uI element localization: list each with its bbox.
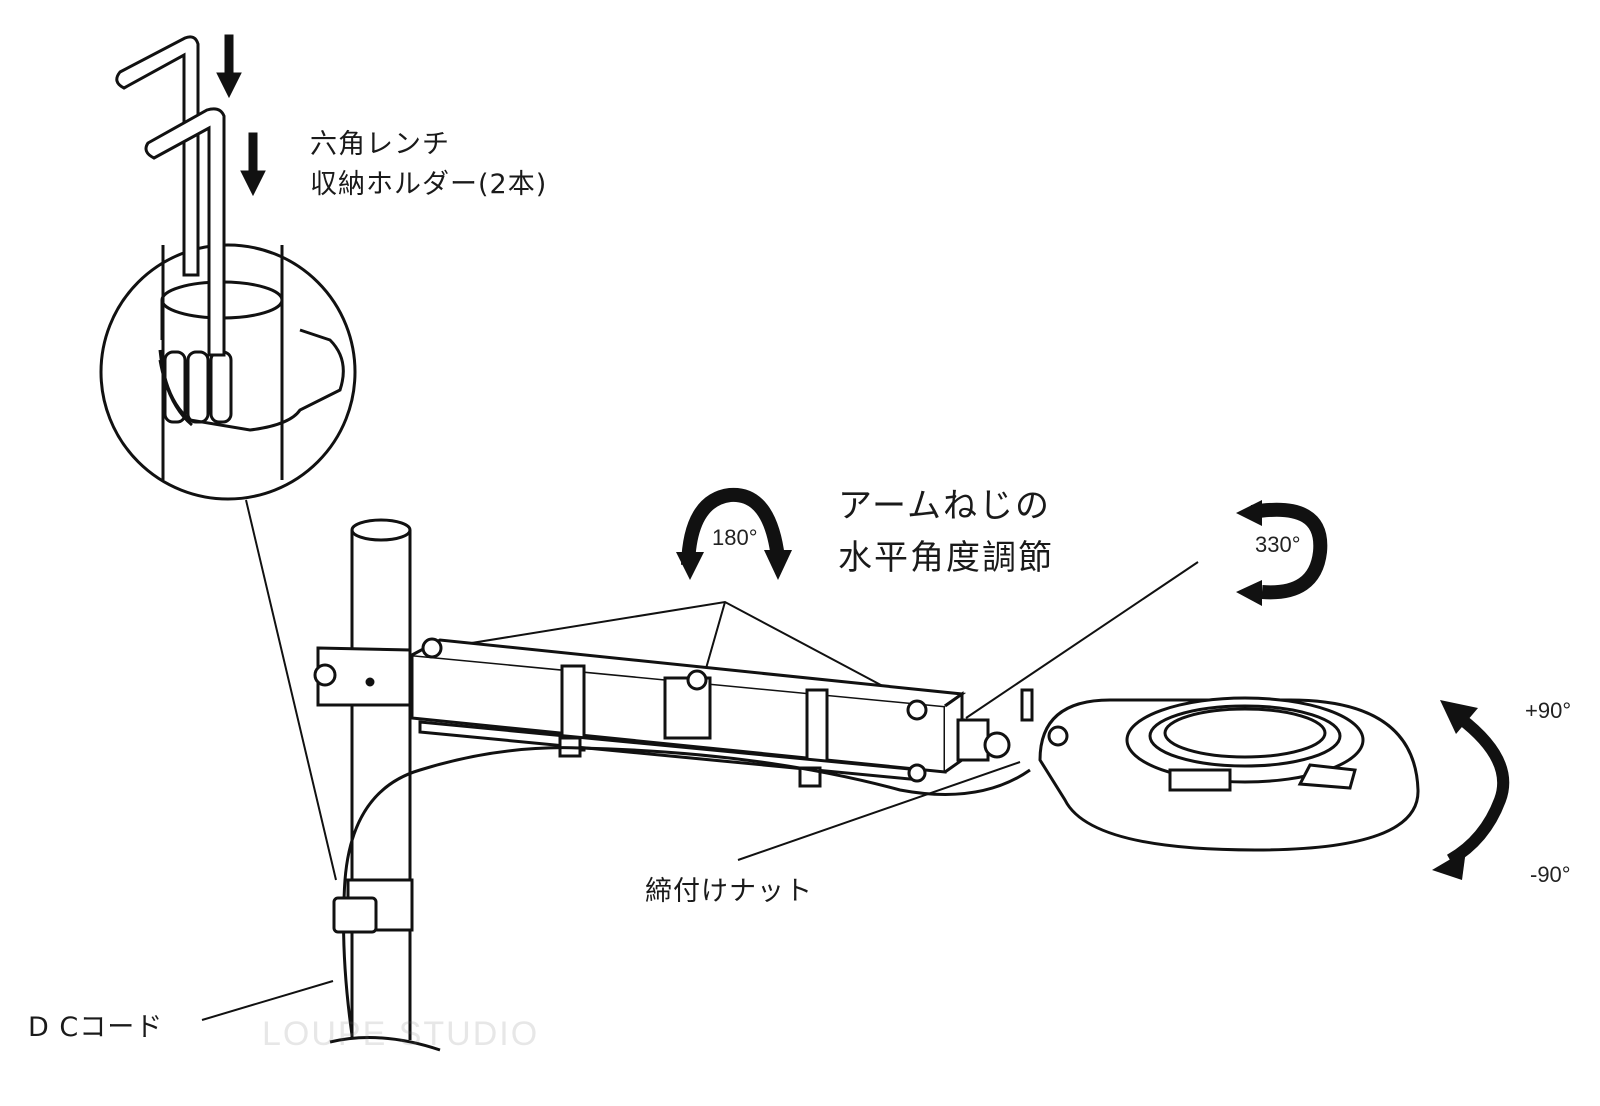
- rotation-330-icon: [1250, 502, 1328, 600]
- rotation-180-icon: [681, 487, 785, 566]
- hex-wrenches: [115, 35, 226, 357]
- lamp-arm: [313, 637, 1034, 788]
- tilt-arrowheads: [1432, 700, 1478, 880]
- wrench-holder-detail: [99, 243, 357, 501]
- watermark: LOUPE STUDIO: [262, 1015, 540, 1053]
- vertical-pole: [329, 518, 441, 1052]
- tightening-nut-label: 締付けナット: [645, 876, 813, 907]
- angle-330-label: 330°: [1255, 532, 1301, 557]
- leader-lines: [201, 499, 1199, 1021]
- tilt-arrows-icon: [1446, 713, 1510, 866]
- dc-cord-label: D Cコード: [28, 1012, 164, 1043]
- dc-cord: [342, 746, 1031, 1036]
- rotation-180-arrowheads: [676, 550, 792, 580]
- hex-wrench-label-line1: 六角レンチ: [310, 129, 450, 160]
- magnifier-head: [1038, 696, 1420, 852]
- arm-screw-label-line2: 水平角度調節: [838, 538, 1054, 578]
- angle-plus90-label: +90°: [1525, 698, 1572, 723]
- down-arrows: [216, 34, 266, 197]
- cord-clamp: [332, 878, 414, 934]
- rotation-330-arrowheads: [1236, 500, 1262, 606]
- arm-screw-label-line1: アームねじの: [838, 486, 1051, 526]
- hex-wrench-label-line2: 収納ホルダー(2本): [310, 169, 548, 200]
- angle-minus90-label: -90°: [1530, 862, 1571, 887]
- angle-180-label: 180°: [712, 525, 758, 550]
